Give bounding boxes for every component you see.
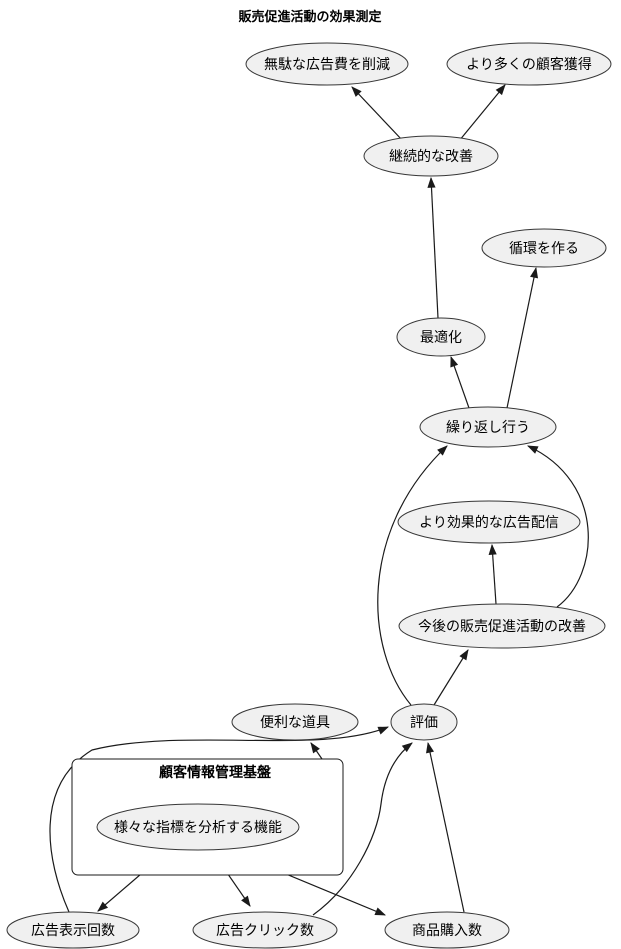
edge-evaluation-to-repeat <box>377 445 448 706</box>
edge-ad-clicks-to-evaluation <box>312 742 413 916</box>
node-ellipse <box>6 911 140 949</box>
node-useful-tool: 便利な道具 <box>231 703 359 741</box>
node-evaluation: 評価 <box>390 703 458 741</box>
node-label: 繰り返し行う <box>446 420 530 436</box>
node-future-improvement: 今後の販売促進活動の改善 <box>398 603 606 649</box>
cluster-label: 顧客情報管理基盤 <box>159 764 272 781</box>
node-analyze-metrics: 様々な指標を分析する機能 <box>96 803 300 851</box>
edge-ad-impressions-to-evaluation <box>49 726 389 913</box>
node-ellipse <box>446 42 612 86</box>
edge-repeat-to-create-cycle <box>506 266 539 409</box>
node-effective-ads: より効果的な広告配信 <box>397 500 581 544</box>
node-ellipse <box>363 135 499 177</box>
node-ad-impressions: 広告表示回数 <box>6 911 140 949</box>
node-reduce-waste: 無駄な広告費を削減 <box>245 42 409 86</box>
node-ellipse <box>396 317 486 357</box>
node-more-customers: より多くの顧客獲得 <box>446 42 612 86</box>
node-create-cycle: 循環を作る <box>481 228 607 268</box>
node-ellipse <box>481 228 607 268</box>
node-label: 広告クリック数 <box>216 923 314 939</box>
edge-future-improvement-to-repeat <box>527 445 589 608</box>
node-purchases: 商品購入数 <box>384 911 510 949</box>
node-optimization: 最適化 <box>396 317 486 357</box>
node-label: 商品購入数 <box>412 923 482 939</box>
node-label: より多くの顧客獲得 <box>466 56 592 73</box>
node-ellipse <box>390 703 458 741</box>
edge-layer <box>49 84 589 916</box>
node-ellipse <box>397 500 581 544</box>
node-label: 広告表示回数 <box>31 923 115 939</box>
edge-evaluation-to-future-improvement <box>433 649 469 706</box>
node-label: より効果的な広告配信 <box>419 515 559 531</box>
node-label: 循環を作る <box>509 241 579 257</box>
node-repeat: 繰り返し行う <box>419 406 557 448</box>
node-ellipse <box>96 803 300 851</box>
node-ellipse <box>231 703 359 741</box>
node-label: 便利な道具 <box>260 715 330 731</box>
node-ad-clicks: 広告クリック数 <box>192 911 338 949</box>
edge-future-improvement-to-effective-ads <box>488 543 497 605</box>
edge-repeat-to-optimization <box>450 355 470 409</box>
edge-cluster-to-useful-tool <box>310 742 323 760</box>
node-ellipse <box>398 603 606 649</box>
edge-optimization-to-continuous-improvement <box>427 176 439 319</box>
edge-continuous-improvement-to-more-customers <box>458 84 506 142</box>
node-label: 今後の販売促進活動の改善 <box>418 619 586 635</box>
node-continuous-improvement: 継続的な改善 <box>363 135 499 177</box>
edge-purchases-to-evaluation <box>426 741 465 913</box>
diagram-title: 販売促進活動の効果測定 <box>238 9 381 25</box>
node-ellipse <box>384 911 510 949</box>
node-ellipse <box>192 911 338 949</box>
node-label: 最適化 <box>420 329 462 346</box>
node-label: 継続的な改善 <box>389 148 473 165</box>
node-label: 評価 <box>410 715 438 731</box>
node-label: 無駄な広告費を削減 <box>264 56 390 73</box>
node-ellipse <box>419 406 557 448</box>
edge-continuous-improvement-to-reduce-waste <box>351 86 404 142</box>
node-ellipse <box>245 42 409 86</box>
node-label: 様々な指標を分析する機能 <box>114 820 282 836</box>
